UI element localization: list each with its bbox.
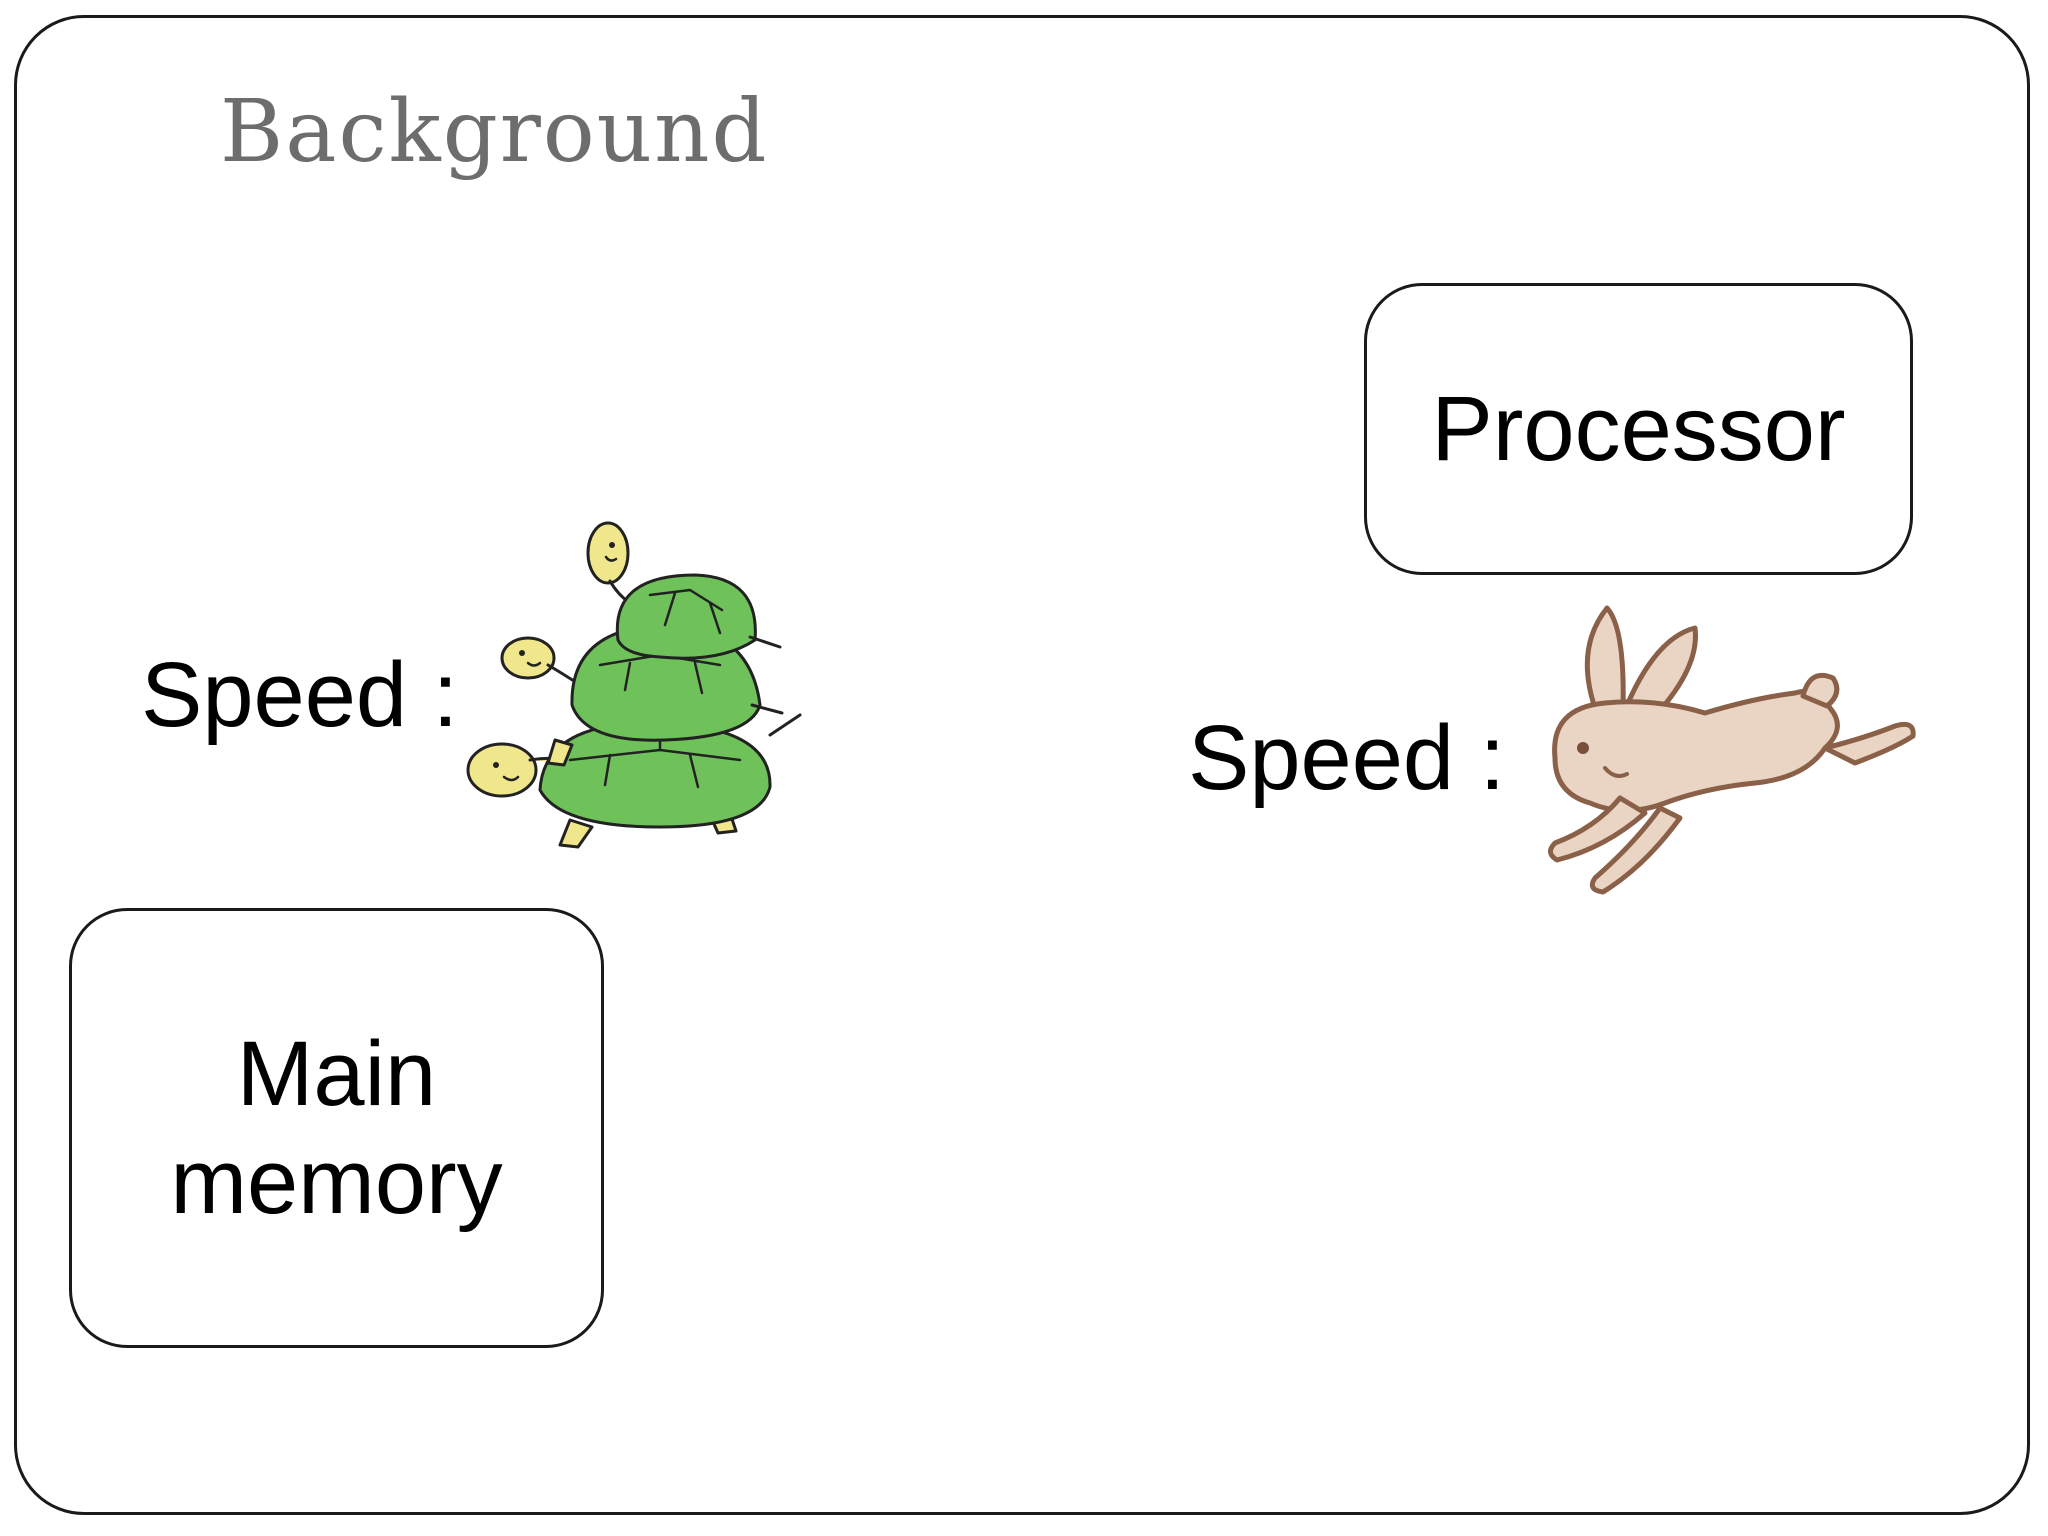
main-memory-label-line1: Main <box>236 1023 437 1125</box>
rabbit-icon <box>1548 605 1916 895</box>
main-memory-box: Main memory <box>69 908 604 1348</box>
processor-box: Processor <box>1364 283 1913 575</box>
processor-label: Processor <box>1431 377 1846 480</box>
turtle-stack-icon <box>466 521 802 849</box>
slide-title: Background <box>220 82 769 182</box>
main-memory-label-line2: memory <box>170 1131 503 1233</box>
processor-speed-label: Speed : <box>1188 707 1506 809</box>
memory-speed-label: Speed : <box>141 644 459 746</box>
